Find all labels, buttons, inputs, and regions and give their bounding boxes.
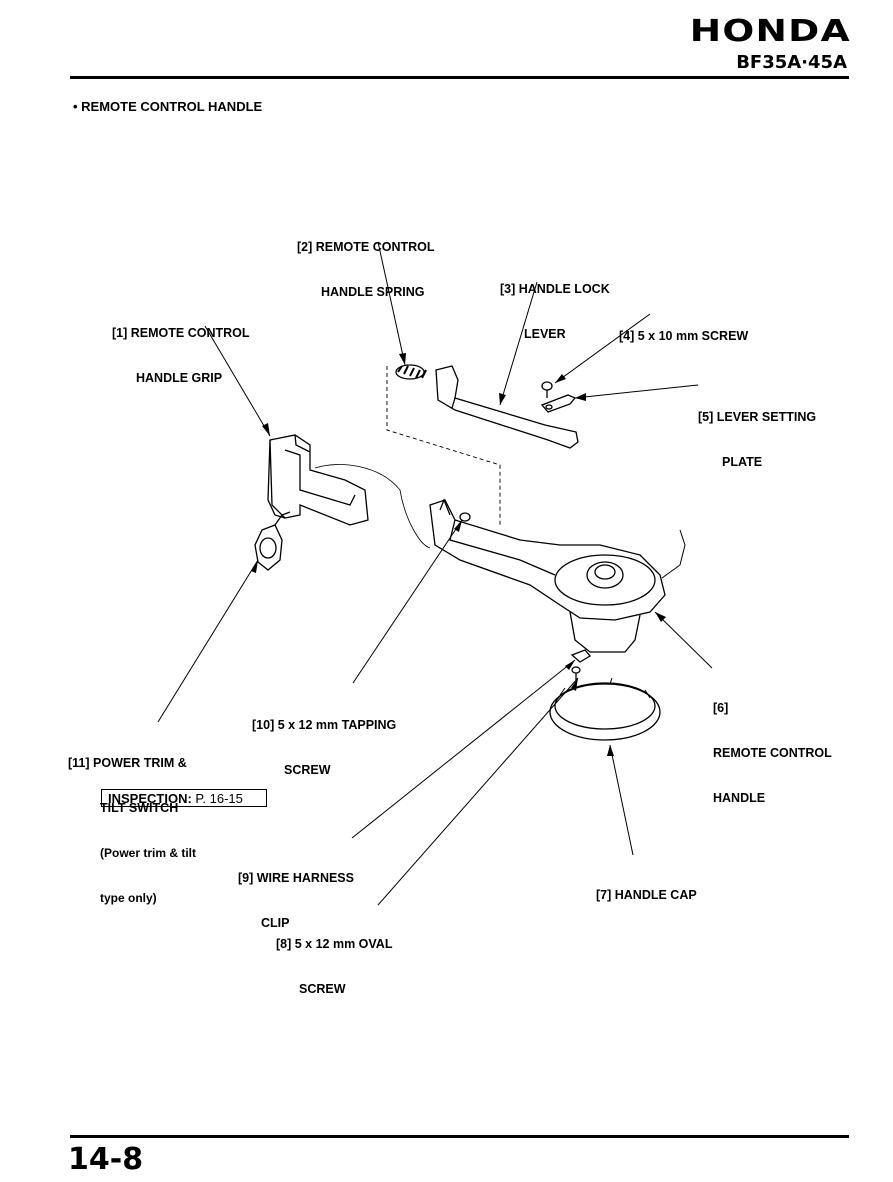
leader-11: [157, 559, 259, 723]
label-handle-grip: [1] REMOTE CONTROL HANDLE GRIP: [112, 326, 250, 385]
label-trim-switch: [11] POWER TRIM & TILT SWITCH (Power tri…: [68, 756, 197, 905]
spring-part: [395, 364, 427, 380]
remote-handle-part: [429, 498, 686, 653]
label-lock-lever: [3] HANDLE LOCK LEVER: [500, 282, 610, 341]
leader-6: [654, 611, 713, 669]
inspection-reference: INSPECTION: P. 16-15: [101, 789, 267, 807]
leader-8: [377, 677, 579, 906]
label-wire-clip: [9] WIRE HARNESS CLIP: [238, 871, 354, 930]
leader-10: [352, 519, 463, 684]
leader-3: [499, 281, 538, 406]
inspection-label: INSPECTION:: [108, 791, 192, 806]
leader-9: [351, 659, 576, 839]
inspection-page-ref: P. 16-15: [195, 791, 243, 806]
label-remote-handle: [6] REMOTE CONTROL HANDLE: [713, 701, 832, 805]
label-oval-screw: [8] 5 x 12 mm OVAL SCREW: [276, 937, 393, 996]
section-title: • REMOTE CONTROL HANDLE: [73, 99, 263, 114]
label-lever-plate: [5] LEVER SETTING PLATE: [698, 410, 817, 469]
leader-5: [574, 384, 699, 399]
leader-7: [609, 744, 634, 856]
model-code: BF35A·45A: [736, 52, 847, 73]
label-handle-cap: [7] HANDLE CAP: [596, 888, 697, 902]
footer-rule: [70, 1135, 849, 1138]
handle-cap-part: [549, 677, 661, 741]
wire-clip-part: [570, 649, 591, 680]
tapping-screw-part: [459, 512, 471, 522]
label-screw-5x10: [4] 5 x 10 mm SCREW: [619, 329, 749, 343]
label-handle-spring: [2] REMOTE CONTROL HANDLE SPRING: [297, 240, 435, 299]
brand-logo: HONDA: [689, 14, 851, 49]
trim-switch-part: [254, 511, 291, 571]
lever-plate-part: [540, 381, 577, 413]
lock-lever-part: [435, 365, 579, 449]
leader-1: [204, 325, 271, 437]
leader-2: [377, 241, 406, 366]
label-tapping-screw: [10] 5 x 12 mm TAPPING SCREW: [252, 718, 397, 777]
leader-4: [554, 313, 651, 384]
page-number: 14-8: [68, 1142, 144, 1177]
header-rule: [70, 76, 849, 79]
handle-grip-part: [267, 434, 369, 526]
